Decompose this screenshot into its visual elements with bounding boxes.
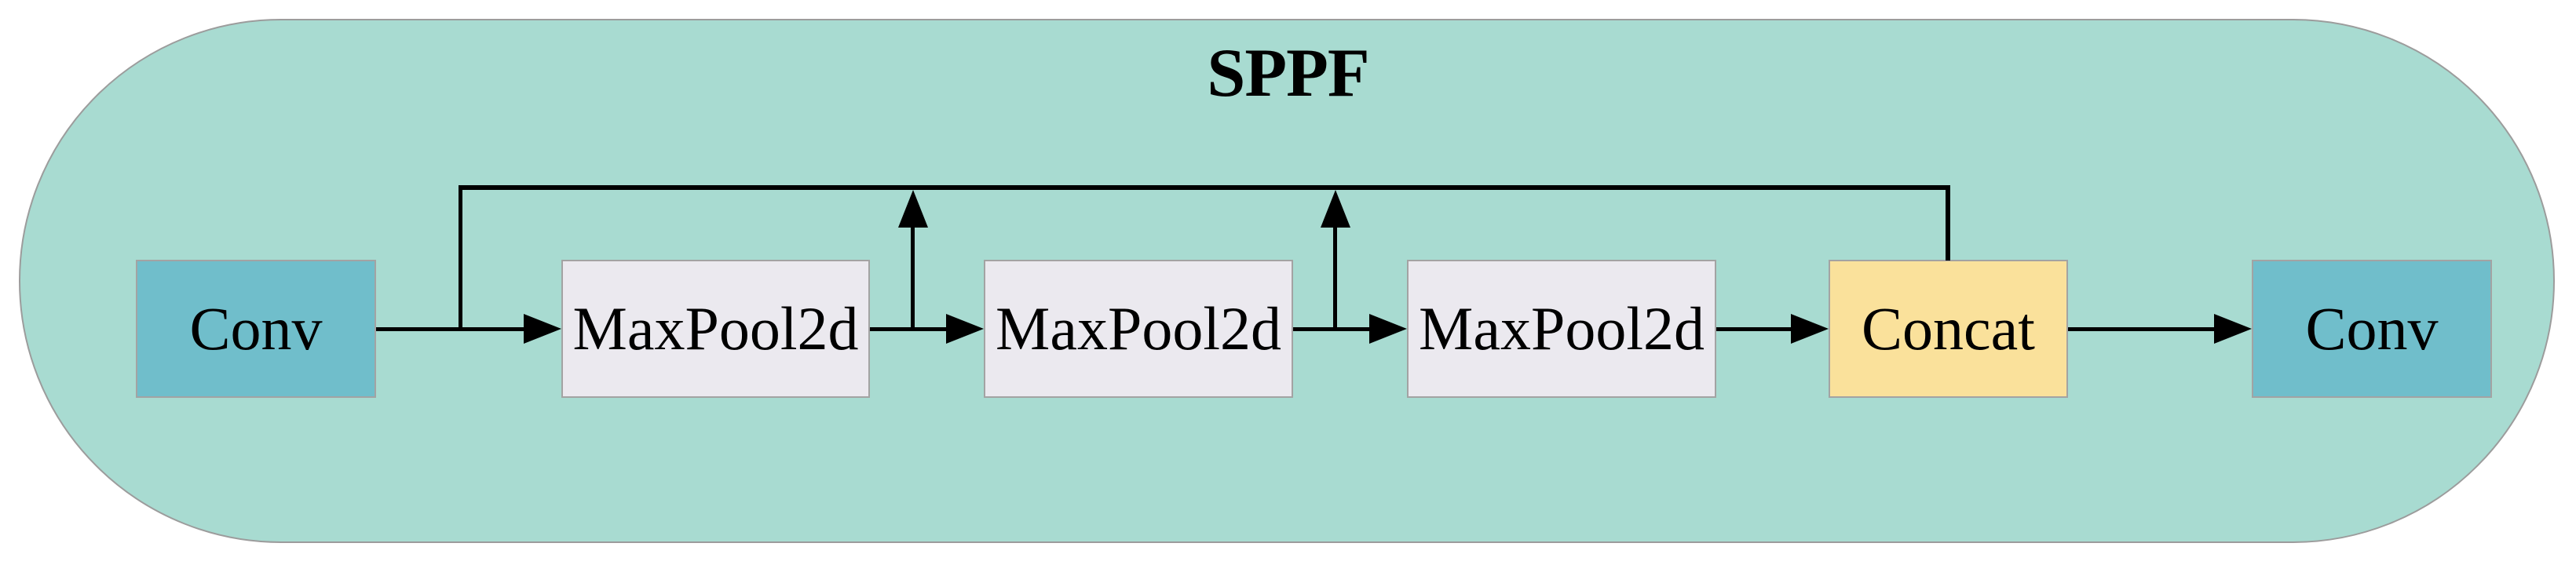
skip-branch-maxpool1-line (911, 226, 915, 330)
node-maxpool-3: MaxPool2d (1407, 260, 1716, 398)
node-maxpool-2: MaxPool2d (984, 260, 1293, 398)
node-conv-output: Conv (2252, 260, 2492, 398)
skip-drop-into-concat-line (1946, 190, 1950, 261)
arrow-right-icon (524, 314, 561, 344)
edge-maxpool1-maxpool2-line (870, 327, 946, 331)
arrow-up-icon (1321, 190, 1350, 228)
node-maxpool-1: MaxPool2d (561, 260, 870, 398)
arrow-right-icon (1791, 314, 1829, 344)
arrow-right-icon (2214, 314, 2252, 344)
edge-convin-maxpool1-line (376, 327, 524, 331)
skip-branch-convin-line (459, 185, 462, 331)
skip-branch-maxpool2-line (1333, 226, 1337, 330)
diagram-title: SPPF (1207, 35, 1369, 111)
node-conv-input: Conv (136, 260, 376, 398)
edge-concat-convout-line (2068, 327, 2214, 331)
arrow-right-icon (1369, 314, 1407, 344)
edge-maxpool2-maxpool3-line (1293, 327, 1369, 331)
arrow-right-icon (946, 314, 984, 344)
edge-maxpool3-concat-line (1716, 327, 1791, 331)
arrow-up-icon (898, 190, 928, 228)
skip-top-line (459, 185, 1950, 190)
node-concat: Concat (1829, 260, 2068, 398)
